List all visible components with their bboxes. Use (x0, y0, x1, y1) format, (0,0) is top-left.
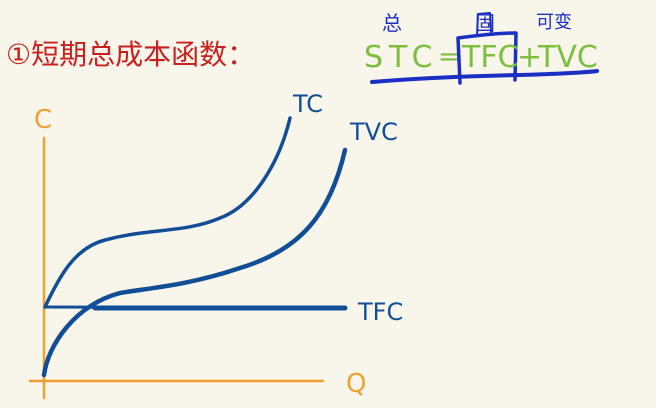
tfc-label: TFC (357, 298, 403, 326)
annotation-fixed: 固 (475, 11, 495, 35)
axes (28, 136, 325, 400)
tc-label: TC (292, 90, 323, 118)
y-axis-label: C (34, 105, 52, 135)
tc-curve (43, 116, 292, 309)
formula-equals: = (438, 42, 460, 72)
x-axis-label: Q (346, 369, 366, 399)
tvc-label: TVC (349, 118, 398, 146)
fixed-mark-connector (476, 12, 492, 37)
formula-underline (370, 69, 599, 84)
annotation-variable: 可变 (536, 12, 572, 33)
formula-tvc: TVC (537, 40, 598, 75)
formula-lhs: STC (364, 40, 439, 75)
tfc-box (456, 31, 518, 85)
formula-tfc: TFC (461, 40, 519, 75)
formula-plus: + (517, 40, 542, 75)
curves (41, 116, 348, 378)
tvc-curve (41, 147, 348, 378)
annotation-total: 总 (382, 11, 402, 35)
formula-highlight (370, 12, 599, 85)
section-title: ①短期总成本函数： (6, 38, 255, 71)
